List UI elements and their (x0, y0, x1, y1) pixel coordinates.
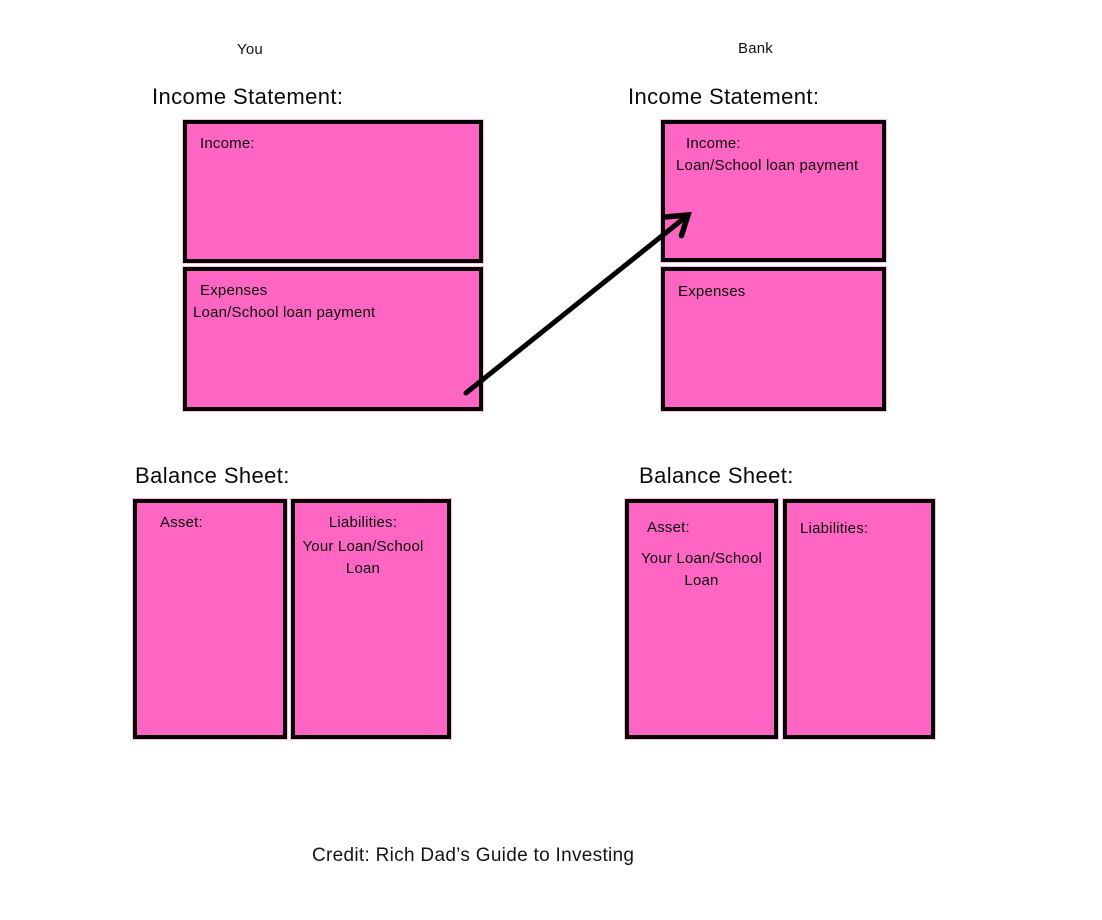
bank-column-label: Bank (738, 40, 773, 57)
you-asset-label: Asset: (160, 514, 203, 531)
you-income-statement-heading: Income Statement: (152, 84, 344, 109)
bank-income-box: Income: Loan/School loan payment (660, 119, 887, 263)
bank-asset-value: Your Loan/School Loan (640, 550, 763, 589)
you-income-box: Income: (182, 119, 484, 264)
bank-balance-sheet-heading: Balance Sheet: (639, 463, 794, 488)
you-expenses-value: Loan/School loan payment (193, 304, 376, 321)
credit-text: Credit: Rich Dad’s Guide to Investing (312, 845, 635, 866)
you-liabilities-box: Liabilities: Your Loan/School Loan (290, 498, 452, 740)
you-liabilities-label: Liabilities: (328, 514, 398, 531)
bank-expenses-box: Expenses (660, 266, 887, 412)
bank-asset-label: Asset: (647, 519, 690, 536)
bank-liabilities-label: Liabilities: (800, 520, 869, 537)
bank-income-label: Income: (686, 135, 741, 152)
you-column-label: You (237, 41, 263, 58)
bank-income-statement-heading: Income Statement: (628, 84, 820, 109)
bank-liabilities-box: Liabilities: (782, 498, 936, 740)
you-income-label: Income: (200, 135, 255, 152)
payment-flow-arrow-line (463, 211, 692, 396)
you-balance-sheet-heading: Balance Sheet: (135, 463, 290, 488)
bank-income-value: Loan/School loan payment (676, 157, 859, 174)
you-liabilities-value: Your Loan/School Loan (302, 538, 424, 577)
you-expenses-box: Expenses Loan/School loan payment (182, 266, 484, 412)
you-expenses-label: Expenses (200, 282, 268, 299)
bank-asset-box: Asset: Your Loan/School Loan (624, 498, 779, 740)
bank-expenses-label: Expenses (678, 283, 746, 300)
you-asset-box: Asset: (132, 498, 288, 740)
